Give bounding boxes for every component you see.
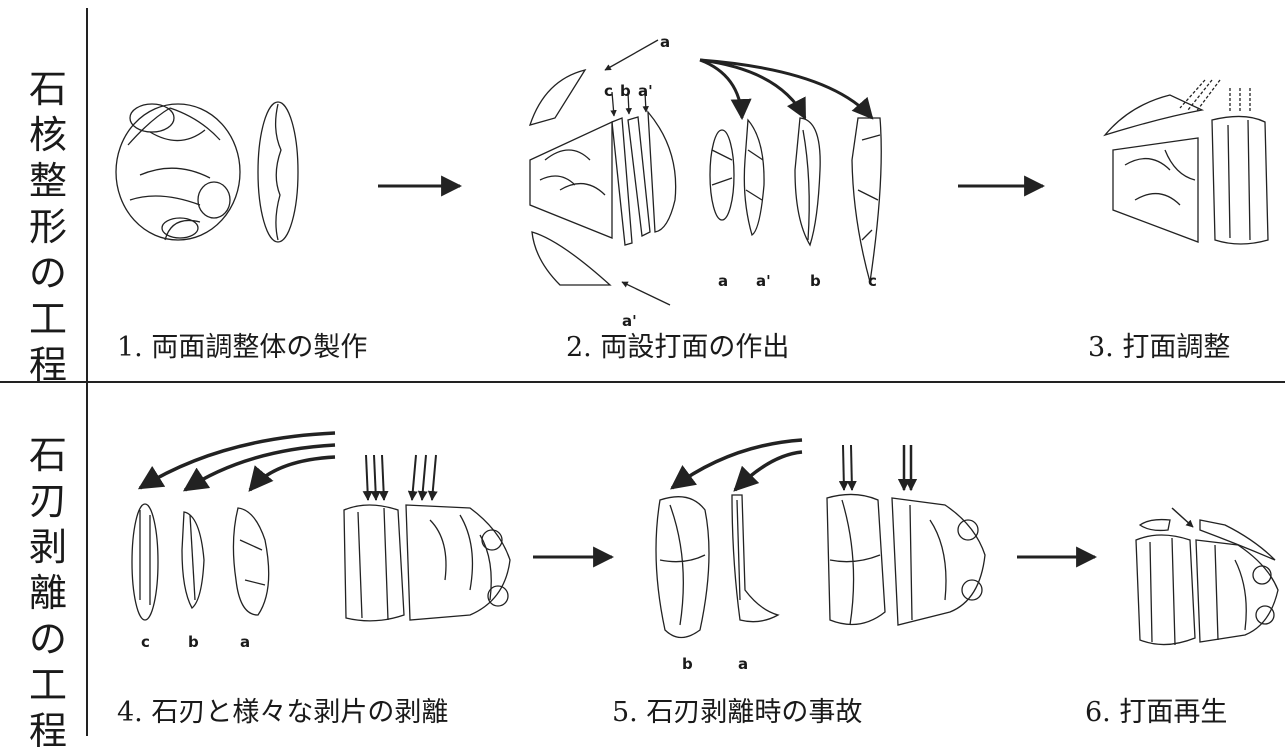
step-caption: 5. 石刃剥離時の事故 xyxy=(612,690,862,729)
step2-platform-creation xyxy=(530,40,881,305)
step2-arrow-label: a xyxy=(660,33,670,51)
step1-bifacial-preform xyxy=(116,102,298,242)
step2-blade-label: c xyxy=(868,272,877,290)
step2-arrow-label: b xyxy=(620,82,631,100)
step-caption: 4. 石刃と様々な剥片の剥離 xyxy=(117,690,448,729)
step3-platform-preparation xyxy=(1105,80,1268,244)
process-illustrations xyxy=(0,0,1285,736)
step2-arrow-label: a' xyxy=(638,82,653,100)
step6-platform-rejuvenation xyxy=(1136,508,1278,645)
step4-flake-label: c xyxy=(141,633,150,651)
step-caption: 1. 両面調整体の製作 xyxy=(117,325,367,364)
step2-blade-label: a' xyxy=(756,272,771,290)
step5-flake-label: a xyxy=(738,655,748,673)
step2-blade-label: a xyxy=(718,272,728,290)
step-caption: 2. 両設打面の作出 xyxy=(566,325,789,364)
step-caption: 6. 打面再生 xyxy=(1085,690,1227,729)
step4-flake-label: b xyxy=(188,633,199,651)
step5-flake-label: b xyxy=(682,655,693,673)
step4-flake-label: a xyxy=(240,633,250,651)
step2-blade-label: b xyxy=(810,272,821,290)
step4-blade-removal xyxy=(132,433,510,621)
step2-arrow-label: c xyxy=(604,82,613,100)
step5-removal-accident xyxy=(656,440,985,638)
step-caption: 3. 打面調整 xyxy=(1088,325,1230,364)
